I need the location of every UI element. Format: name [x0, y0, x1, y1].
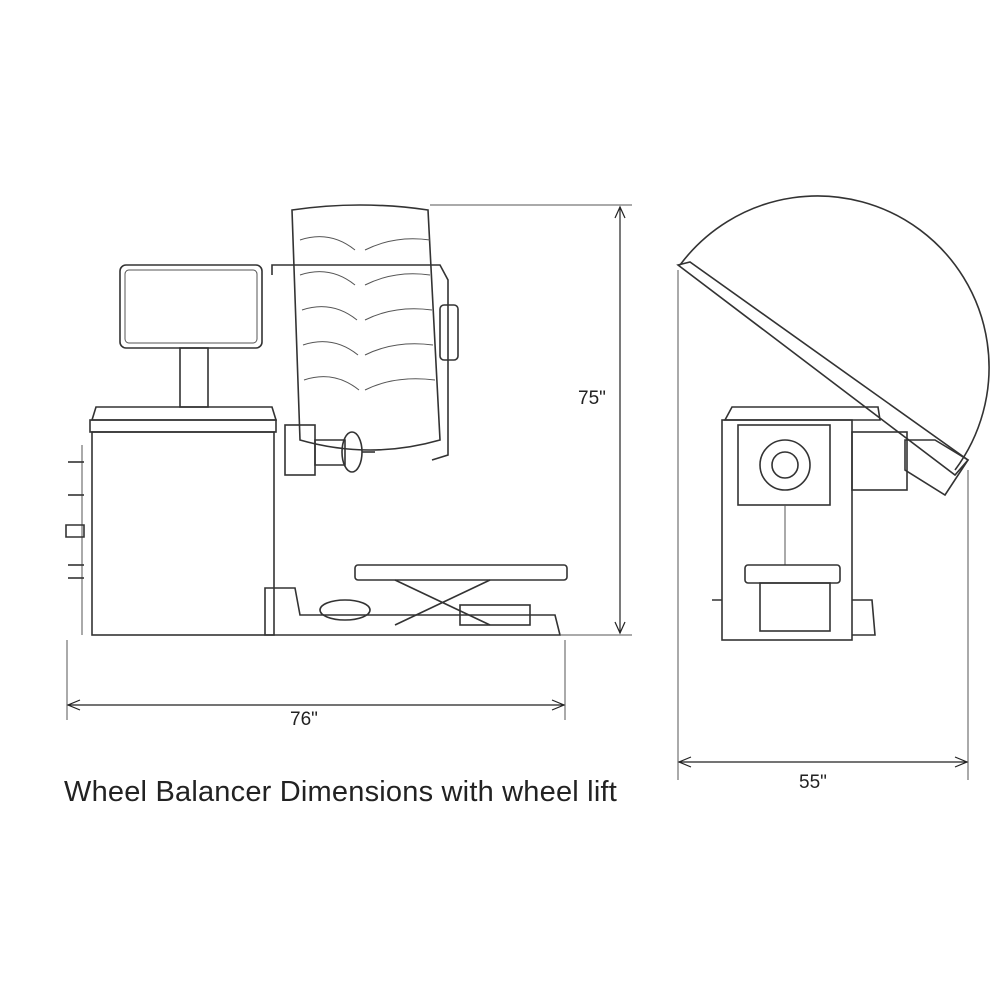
- monitor-screen: [124, 269, 258, 344]
- wheel-hood: [679, 195, 990, 471]
- tire-tread: [299, 236, 436, 391]
- cabinet-body: [91, 431, 275, 636]
- front-width-label: 76": [290, 709, 318, 730]
- side-width-arrowheads: [677, 756, 969, 768]
- wheel-tire: [291, 204, 441, 451]
- side-width-label: 55": [799, 772, 827, 793]
- side-view: [676, 195, 990, 641]
- height-label: 75": [578, 388, 606, 409]
- motor-plate: [737, 424, 831, 506]
- motor-hub: [771, 451, 799, 479]
- caption: Wheel Balancer Dimensions with wheel lif…: [64, 776, 617, 808]
- monitor: [119, 264, 263, 349]
- motor: [759, 439, 811, 491]
- weight-hooks: [65, 461, 85, 579]
- side-lift-base: [712, 599, 876, 636]
- monitor-stand: [179, 347, 209, 408]
- side-cabinet-top: [723, 406, 881, 421]
- cabinet-lip: [89, 419, 277, 433]
- lift-platform: [354, 564, 568, 581]
- cabinet-top: [90, 406, 278, 421]
- guard-handle: [439, 304, 459, 361]
- side-lift-mechanism: [759, 582, 831, 632]
- hood-hinge: [904, 439, 970, 497]
- lift-actuator: [459, 604, 531, 626]
- side-bracket: [851, 431, 908, 491]
- dimension-lines: [66, 204, 969, 780]
- front-width-arrowheads: [66, 699, 566, 711]
- shaft: [314, 439, 346, 466]
- lift-cylinder: [319, 599, 371, 621]
- scissor-lift: [394, 579, 491, 626]
- height-arrowheads: [614, 205, 626, 635]
- lift-base: [264, 587, 562, 636]
- side-lift-platform: [744, 564, 841, 584]
- wheel-guard: [271, 264, 449, 461]
- side-cabinet: [721, 419, 853, 641]
- front-view: [65, 204, 568, 636]
